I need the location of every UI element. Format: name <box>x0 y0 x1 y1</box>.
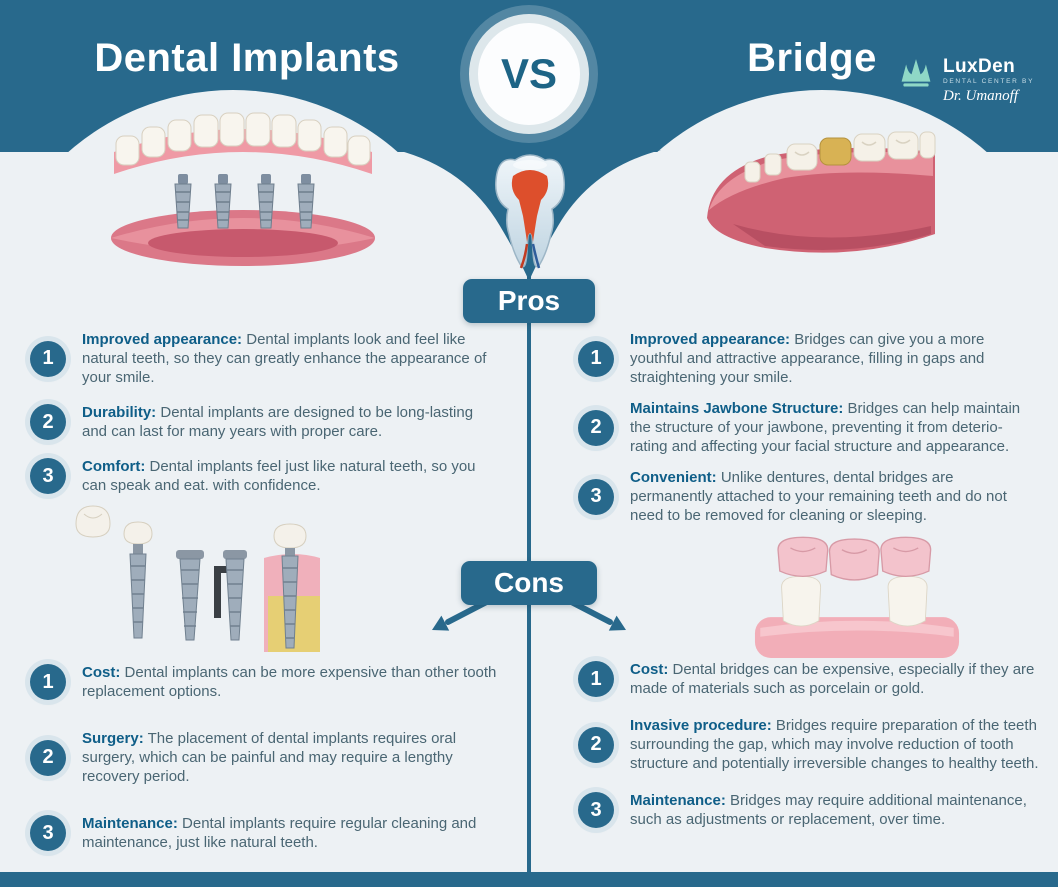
item-body: The placement of dental implants require… <box>82 730 457 785</box>
list-item: 3 Convenient: Unlike dentures, dental br… <box>578 468 1028 525</box>
item-label: Convenient: <box>630 469 717 486</box>
item-text: Invasive procedure: Bridges require prep… <box>630 716 1040 773</box>
cons-label: Cons <box>494 567 564 598</box>
item-number-badge: 1 <box>30 664 66 700</box>
item-text: Cost: Dental implants can be more expens… <box>82 663 500 701</box>
list-item: 3 Maintenance: Bridges may require addit… <box>578 791 1040 829</box>
item-number-badge: 3 <box>578 792 614 828</box>
cons-bridge-list: 1 Cost: Dental bridges can be expensive,… <box>578 660 1040 829</box>
list-item: 3 Comfort: Dental implants feel just lik… <box>30 457 500 495</box>
footer-bar <box>0 872 1058 887</box>
item-label: Improved appearance: <box>82 331 243 348</box>
logo-name: LuxDen <box>943 56 1016 77</box>
item-text: Maintains Jawbone Structure: Bridges can… <box>630 399 1028 456</box>
pros-section-badge: Pros <box>463 279 595 323</box>
list-item: 2 Durability: Dental implants are design… <box>30 403 500 441</box>
cons-implants-list: 1 Cost: Dental implants can be more expe… <box>30 663 500 852</box>
logo-text-block: LuxDen DENTAL CENTER BY Dr. Umanoff <box>943 57 1034 105</box>
item-label: Surgery: <box>82 730 144 747</box>
item-body: Bridges require preparation of the teeth… <box>630 717 1039 772</box>
item-number-badge: 1 <box>30 340 66 377</box>
item-number-badge: 3 <box>578 478 614 515</box>
item-body: Unlike dentures, dental bridges are perm… <box>630 469 1007 524</box>
item-text: Improved appearance: Dental implants loo… <box>82 330 500 387</box>
item-label: Invasive procedure: <box>630 717 772 734</box>
logo-tagline: DENTAL CENTER BY <box>943 78 1035 85</box>
pros-bridge-list: 1 Improved appearance: Bridges can give … <box>578 330 1028 525</box>
pros-implants-list: 1 Improved appearance: Dental implants l… <box>30 330 500 495</box>
item-label: Cost: <box>630 661 669 678</box>
list-item: 1 Improved appearance: Dental implants l… <box>30 330 500 387</box>
page-title-bridge: Bridge <box>747 36 877 80</box>
item-body: Bridges may require additional maintenan… <box>630 792 1027 828</box>
item-text: Maintenance: Dental implants require reg… <box>82 814 500 852</box>
item-body: Dental implants can be more expensive th… <box>82 664 497 700</box>
list-item: 3 Maintenance: Dental implants require r… <box>30 814 500 852</box>
bridge-crowns-illustration <box>754 536 960 658</box>
item-body: Dental bridges can be expensive, especia… <box>630 661 1035 697</box>
pros-label: Pros <box>497 285 561 316</box>
item-label: Comfort: <box>82 458 146 475</box>
vs-badge: VS <box>469 14 589 134</box>
item-number-badge: 2 <box>578 726 614 763</box>
vs-label: VS <box>500 50 558 97</box>
cons-section-badge: Cons <box>461 561 597 605</box>
item-text: Maintenance: Bridges may require additio… <box>630 791 1040 829</box>
list-item: 2 Maintains Jawbone Structure: Bridges c… <box>578 399 1028 456</box>
item-number-badge: 2 <box>30 404 66 440</box>
item-number-badge: 3 <box>30 815 66 851</box>
tooth-anatomy-illustration <box>495 154 565 269</box>
implant-components-illustration <box>75 505 320 652</box>
item-text: Improved appearance: Bridges can give yo… <box>630 330 1028 387</box>
item-body: Dental implants look and feel like natur… <box>82 331 487 386</box>
page-title-dental-implants: Dental Implants <box>94 36 400 80</box>
item-number-badge: 2 <box>30 739 66 776</box>
item-text: Comfort: Dental implants feel just like … <box>82 457 500 495</box>
item-label: Maintenance: <box>82 815 178 832</box>
item-body: Dental implants feel just like natural t… <box>82 458 476 494</box>
item-label: Durability: <box>82 404 157 421</box>
item-label: Improved appearance: <box>630 331 791 348</box>
list-item: 1 Cost: Dental bridges can be expensive,… <box>578 660 1040 698</box>
item-text: Convenient: Unlike dentures, dental brid… <box>630 468 1028 525</box>
list-item: 2 Invasive procedure: Bridges require pr… <box>578 716 1040 773</box>
item-body: Dental implants are designed to be long-… <box>82 404 474 440</box>
item-body: Bridges can help maintain the structure … <box>630 400 1021 455</box>
bridge-jaw-illustration <box>707 131 936 253</box>
item-number-badge: 3 <box>30 458 66 494</box>
item-text: Cost: Dental bridges can be expensive, e… <box>630 660 1040 698</box>
item-text: Durability: Dental implants are designed… <box>82 403 500 441</box>
list-item: 2 Surgery: The placement of dental impla… <box>30 729 500 786</box>
implants-jaw-illustration <box>111 112 375 266</box>
crown-icon <box>901 59 931 87</box>
item-label: Cost: <box>82 664 121 681</box>
item-number-badge: 2 <box>578 409 614 446</box>
item-label: Maintains Jawbone Structure: <box>630 400 844 417</box>
item-number-badge: 1 <box>578 661 614 697</box>
logo-doctor-signature: Dr. Umanoff <box>943 88 1019 104</box>
item-text: Surgery: The placement of dental implant… <box>82 729 500 786</box>
item-body: Dental implants require regular cleaning… <box>82 815 477 851</box>
list-item: 1 Cost: Dental implants can be more expe… <box>30 663 500 701</box>
item-number-badge: 1 <box>578 340 614 377</box>
luxden-logo: LuxDen DENTAL CENTER BY Dr. Umanoff <box>898 57 1034 105</box>
list-item: 1 Improved appearance: Bridges can give … <box>578 330 1028 387</box>
item-label: Maintenance: <box>630 792 726 809</box>
item-body: Bridges can give you a more youthful and… <box>630 331 985 386</box>
